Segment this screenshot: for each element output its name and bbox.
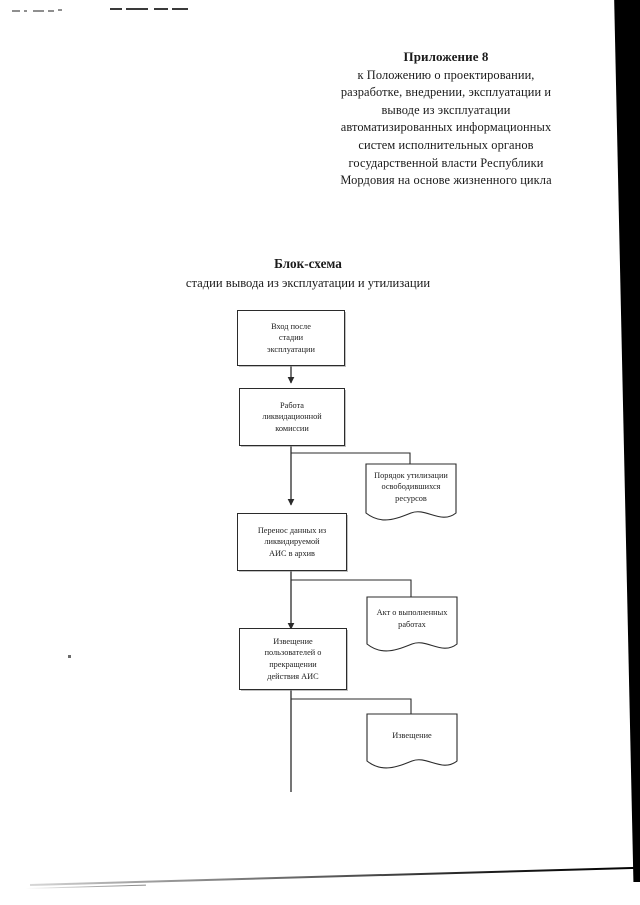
process-node-2-line-3: комиссии <box>275 423 309 433</box>
scan-speckle <box>48 10 54 12</box>
scan-speckle <box>110 8 122 10</box>
scan-speckle <box>33 10 44 12</box>
document-shape-icon <box>366 713 458 769</box>
process-node-4-line-1: Извещение <box>273 636 313 646</box>
process-node-1-line-2: стадии <box>278 333 304 343</box>
appendix-header: Приложение 8 к Положению о проектировани… <box>300 48 592 190</box>
flowchart-subtitle: стадии вывода из эксплуатации и утилизац… <box>185 276 431 290</box>
process-node-1-line-3: эксплуатации <box>267 344 315 354</box>
scan-speckle <box>24 10 27 12</box>
process-node-4-line-4: действия АИС <box>267 671 319 681</box>
scan-speckle <box>126 8 148 10</box>
scan-speckle <box>58 9 62 11</box>
document-node-1-line-2: утилизации <box>406 470 448 480</box>
process-node-2-line-1: Работа <box>280 400 304 410</box>
document-node-3-line-1: Извещение <box>392 731 432 741</box>
appendix-header-line-6: государственной власти Республики <box>348 155 544 170</box>
process-node-1-line-1: Вход после <box>271 321 311 331</box>
document-shape-icon <box>366 596 458 652</box>
edge-n4-d3 <box>291 698 412 714</box>
process-node-3-line-3: АИС в архив <box>269 548 315 558</box>
appendix-header-line-7: Мордовия на основе жизненного цикла <box>340 173 552 188</box>
appendix-title: Приложение 8 <box>403 49 489 64</box>
document-node-3: Извещение <box>366 713 458 773</box>
process-node-1: Вход после стадии эксплуатации <box>237 310 345 366</box>
document-node-1-line-3: освободившихся <box>381 482 441 492</box>
process-node-4-line-2: пользователей о <box>264 648 322 658</box>
appendix-header-line-5: систем исполнительных органов <box>358 137 534 152</box>
scan-speckle <box>12 10 20 12</box>
process-node-2-line-2: ликвидационной <box>262 412 322 422</box>
document-node-1: Порядок утилизации освободившихся ресурс… <box>365 463 457 525</box>
process-node-3: Перенос данных из ликвидируемой АИС в ар… <box>237 513 347 571</box>
document-node-2-line-2: выполненных <box>398 608 448 618</box>
scan-speckle <box>154 8 168 10</box>
appendix-header-line-2: разработке, внедрении, эксплуатации и <box>340 85 552 100</box>
process-node-4-line-3: прекращении <box>269 660 317 669</box>
process-node-3-line-2: ликвидируемой <box>264 537 320 547</box>
process-node-2: Работа ликвидационной комиссии <box>239 388 345 446</box>
process-node-3-line-1: Перенос данных из <box>257 525 327 535</box>
document-node-2-line-1: Акт о <box>376 608 397 618</box>
document-node-2-line-3: работах <box>398 620 426 629</box>
appendix-header-line-4: автоматизированных информационных <box>340 120 552 135</box>
appendix-header-line-3: выводе из эксплуатации <box>381 102 511 117</box>
edge-n3-d2 <box>291 579 412 597</box>
document-node-2: Акт о выполненных работах <box>366 596 458 656</box>
appendix-header-line-1: к Положению о проектировании, <box>357 67 535 82</box>
document-node-1-line-1: Порядок <box>374 470 405 480</box>
scan-speckle <box>68 655 71 658</box>
document-node-1-line-4: ресурсов <box>395 493 427 503</box>
scan-speckle <box>172 8 188 10</box>
flowchart-title: Блок-схема <box>274 256 342 271</box>
edge-n2-d1 <box>291 452 411 464</box>
document-shape-icon <box>365 463 457 521</box>
process-node-4: Извещение пользователей о прекращении де… <box>239 628 347 690</box>
